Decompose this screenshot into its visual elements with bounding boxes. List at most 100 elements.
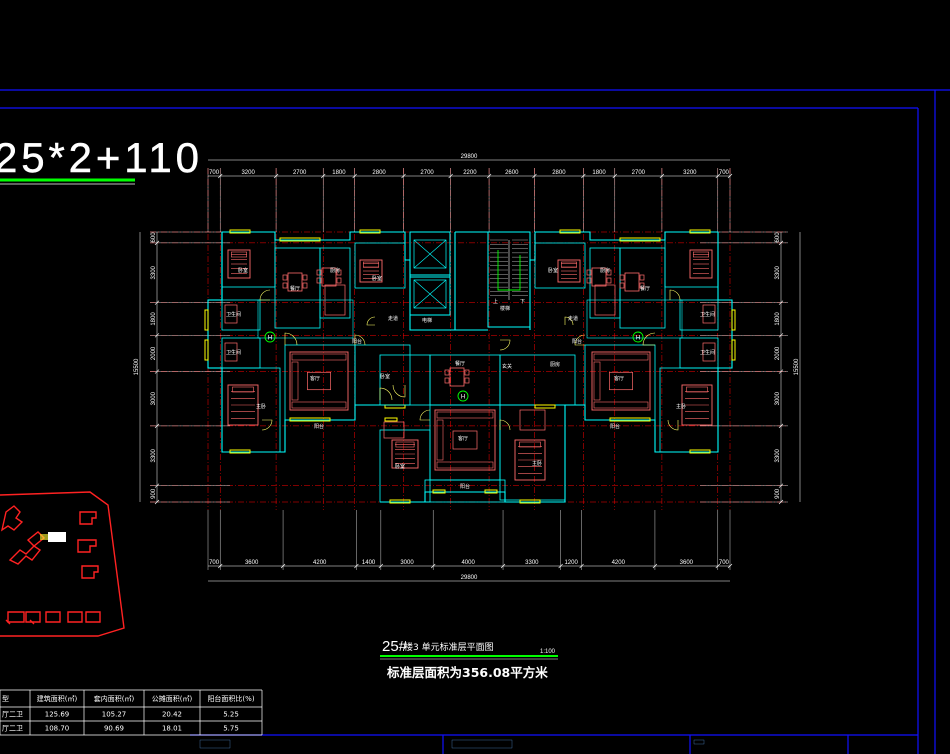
headline-text: 25*2+110 <box>0 134 199 181</box>
dim-label: 1800 <box>151 312 157 326</box>
table-header-cell: 阳台面积比(%) <box>207 694 254 703</box>
room-wall <box>499 354 576 406</box>
balcony-wall <box>424 479 506 503</box>
chair <box>282 282 288 289</box>
dim-label: 2600 <box>505 170 519 176</box>
door-swing <box>642 332 656 346</box>
dim-label: 4200 <box>612 560 626 566</box>
table-cell: 125.69 <box>45 711 70 719</box>
room-label: 厨房 <box>600 267 610 274</box>
dim-slash <box>273 173 279 179</box>
dim-slash <box>218 173 223 179</box>
window <box>731 309 736 331</box>
dim-label: 2200 <box>463 170 477 176</box>
window <box>229 229 251 234</box>
dim-label: 3000 <box>400 560 414 566</box>
table-cell: 105.27 <box>102 711 127 719</box>
room-wall <box>664 231 719 288</box>
dining-table <box>624 272 640 292</box>
dim-label: 3600 <box>245 560 259 566</box>
room-label: 卧室 <box>372 275 382 282</box>
dim-slash <box>715 563 720 569</box>
window <box>384 417 398 422</box>
room-wall <box>589 247 621 319</box>
room-wall <box>221 367 281 453</box>
dim-label: 3300 <box>151 265 157 279</box>
dim-slash <box>778 300 784 305</box>
pillow <box>362 261 379 268</box>
chair <box>606 277 612 284</box>
room-labels: 卧室 餐厅 厨房 卧室 卫生间 卫生间 客厅 主卧 阳台 阳台 卧室 走道 电梯… <box>226 267 715 490</box>
sofa <box>436 461 494 469</box>
dim-slash <box>354 563 359 569</box>
dim-slash <box>579 563 584 569</box>
kitchen-counter <box>324 284 346 316</box>
bed <box>391 439 419 469</box>
sheet-frame <box>0 89 950 754</box>
dim-slash <box>715 173 720 179</box>
dim-slash <box>154 300 160 305</box>
dim-label: 3300 <box>151 448 157 462</box>
room-wall <box>659 367 719 453</box>
dim-slash <box>154 369 160 374</box>
window <box>609 417 651 422</box>
dim-label: 3600 <box>680 560 694 566</box>
dim-slash <box>154 483 160 488</box>
coffee-table <box>307 371 331 391</box>
dim-slash <box>500 563 506 569</box>
bed <box>227 384 259 426</box>
dim-slash <box>378 563 384 569</box>
floor-plan[interactable]: HHH <box>204 229 736 504</box>
dining-table <box>591 267 607 287</box>
bed <box>227 249 251 279</box>
dim-label: 900 <box>151 488 157 499</box>
dim-label: 2000 <box>775 346 781 360</box>
dim-slash <box>154 333 160 338</box>
room-label: 客厅 <box>310 375 320 382</box>
unit-marker <box>264 331 276 343</box>
unit-marker <box>632 331 644 343</box>
dining-table <box>287 272 303 292</box>
corridor-wall <box>257 299 354 339</box>
room-label: 楼梯 <box>500 305 510 312</box>
pillow <box>686 386 708 393</box>
dim-slash <box>659 173 665 179</box>
table-cell: 90.69 <box>104 725 124 733</box>
chair <box>639 282 645 289</box>
dim-label: 3200 <box>683 170 697 176</box>
site-plan-highlight <box>40 532 66 542</box>
room-label: 餐厅 <box>455 360 465 367</box>
armchair <box>593 361 601 401</box>
dim-slash <box>778 423 784 429</box>
dim-slash <box>352 173 357 179</box>
room-label: 下 <box>520 299 525 305</box>
dim-label: 2700 <box>632 170 646 176</box>
chair <box>619 282 625 289</box>
dim-label: 1400 <box>362 560 376 566</box>
chair <box>316 269 322 276</box>
chair <box>336 277 342 284</box>
dim-slash <box>401 173 406 179</box>
chair <box>639 274 645 281</box>
dim-slash <box>727 173 733 179</box>
room-label: 卧室 <box>238 267 248 274</box>
room-label: 阳台 <box>314 423 324 430</box>
door-swing <box>392 384 406 398</box>
room-wall <box>679 299 719 331</box>
armchair <box>436 419 444 461</box>
dim-slash <box>218 563 223 569</box>
sofa-set <box>289 351 349 411</box>
dim-label: 1200 <box>564 560 578 566</box>
dim-label: 3300 <box>775 265 781 279</box>
room-wall <box>584 344 656 421</box>
coffee-table <box>609 371 633 391</box>
elevator-car <box>413 239 447 269</box>
window <box>519 499 541 504</box>
dim-slash <box>558 563 563 569</box>
room-label: 阳台 <box>610 423 620 430</box>
dim-slash <box>486 173 492 179</box>
axis-lines <box>150 168 788 510</box>
room-label: 餐厅 <box>290 285 300 292</box>
